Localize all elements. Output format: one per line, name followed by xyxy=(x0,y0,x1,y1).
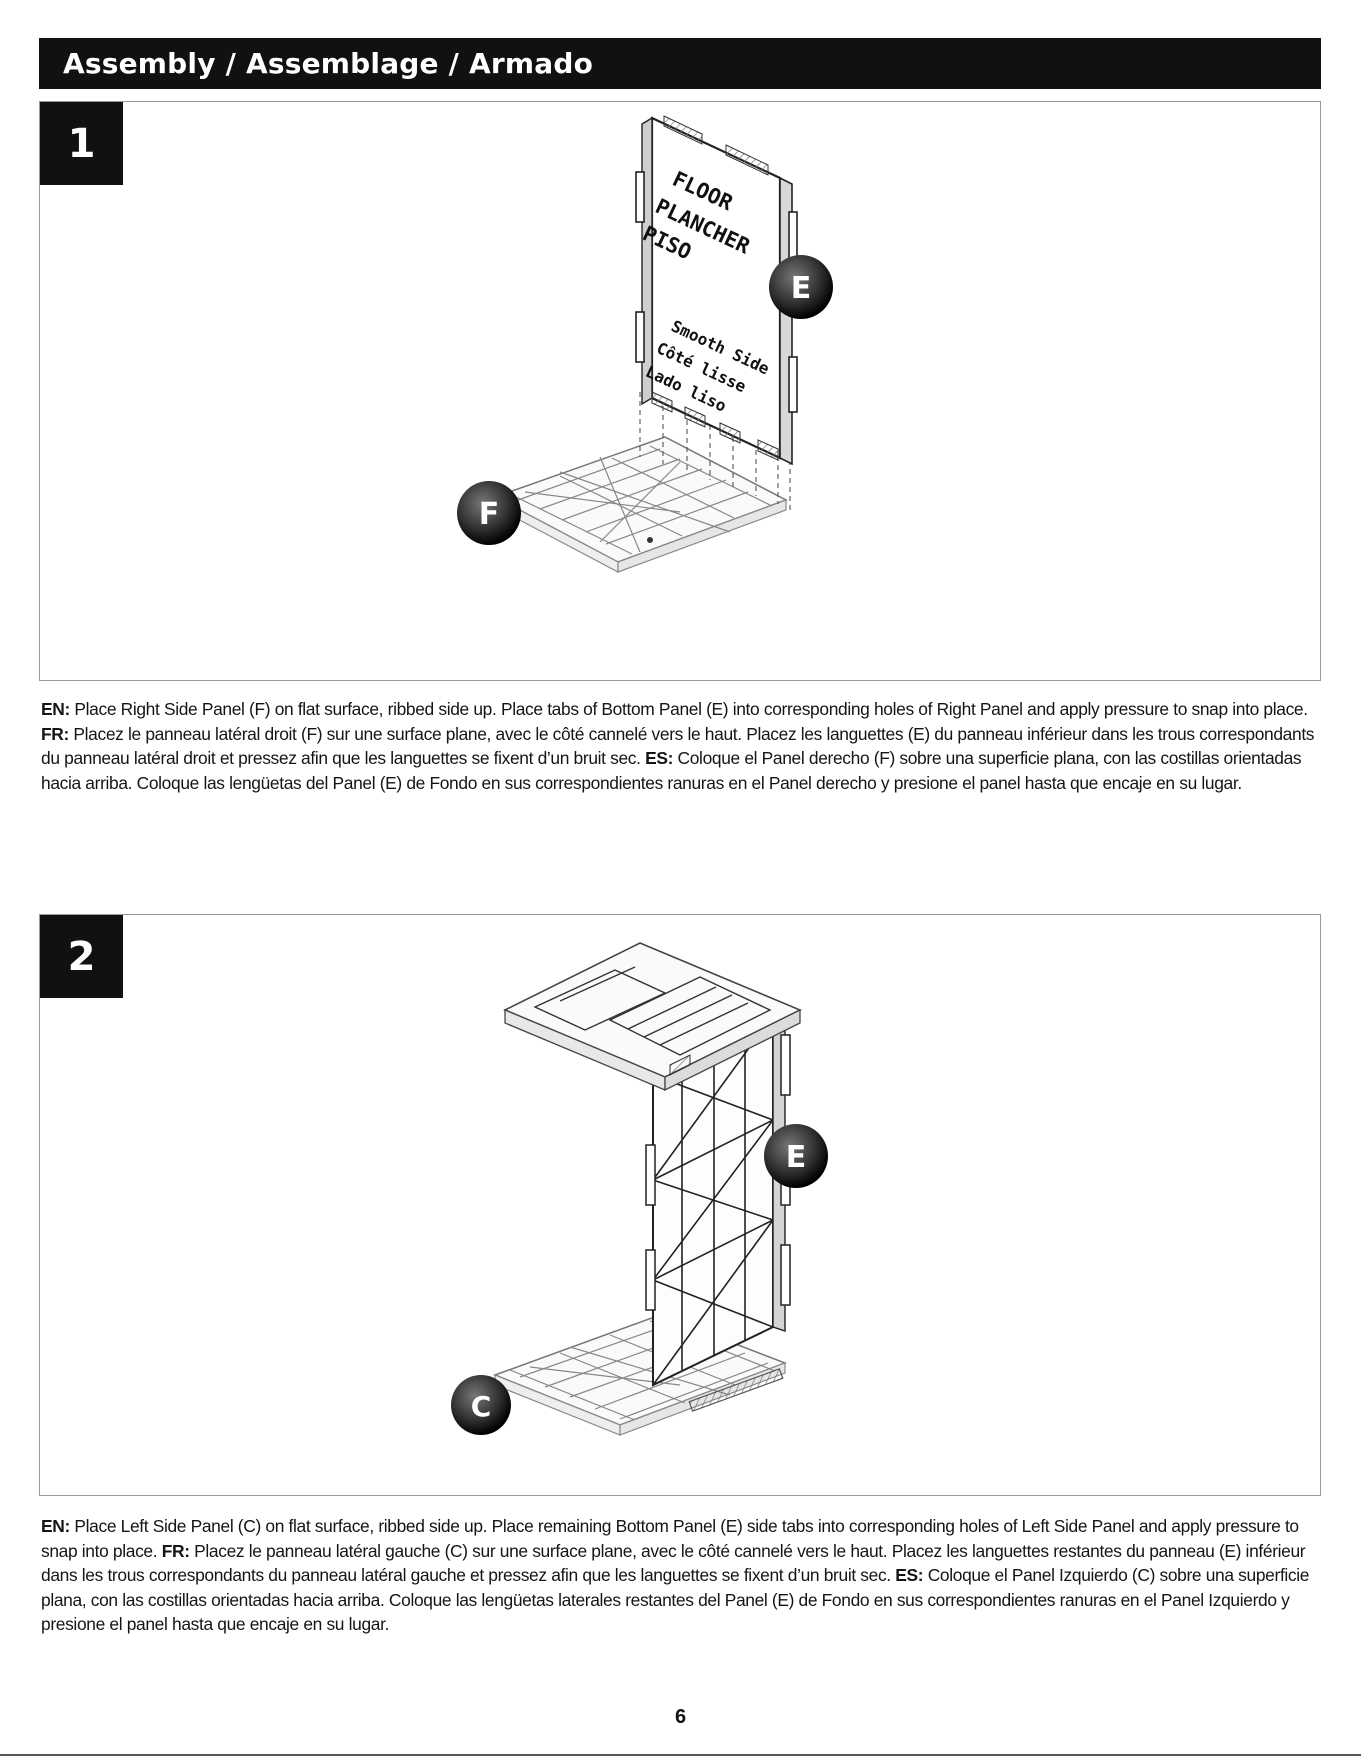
step-1-instructions: EN: Place Right Side Panel (F) on flat s… xyxy=(41,697,1325,795)
svg-text:E: E xyxy=(786,1140,807,1175)
callout-e-step2: E xyxy=(764,1124,828,1188)
step-2-instructions: EN: Place Left Side Panel (C) on flat su… xyxy=(41,1514,1325,1637)
svg-text:C: C xyxy=(471,1390,492,1423)
section-header: Assembly / Assemblage / Armado xyxy=(39,38,1321,89)
callout-e-step1: E xyxy=(769,255,833,319)
step-1-frame: 1 xyxy=(39,101,1321,681)
step-2-frame: 2 xyxy=(39,914,1321,1496)
step-2-en-tag: EN: xyxy=(41,1516,70,1536)
bottom-panel-drawing: FLOOR PLANCHER PISO Smooth Side Côté lis… xyxy=(635,115,798,466)
svg-text:F: F xyxy=(479,497,500,532)
svg-text:E: E xyxy=(791,271,812,306)
callout-f-step1: F xyxy=(457,481,521,545)
step-2-es-tag: ES: xyxy=(895,1565,924,1585)
step-2-fr-text: Placez le panneau latéral gauche (C) sur… xyxy=(41,1540,1306,1586)
page-number: 6 xyxy=(674,1706,687,1728)
step-2-en-text: Place Left Side Panel (C) on flat surfac… xyxy=(41,1516,1299,1561)
step-1-fr-tag: FR: xyxy=(41,723,69,744)
step-1-number: 1 xyxy=(40,102,123,185)
step-1-es-text: Coloque el Panel derecho (F) sobre una s… xyxy=(41,748,1302,793)
step-2-fr-tag: FR: xyxy=(161,1540,190,1561)
step-1-fr-text: Placez le panneau latéral droit (F) sur … xyxy=(41,723,1315,769)
right-side-panel-drawing xyxy=(493,436,788,573)
right-side-panel-drawing-step2 xyxy=(503,942,802,1092)
section-title: Assembly / Assemblage / Armado xyxy=(63,47,594,80)
bottom-rule xyxy=(0,1754,1361,1756)
step-2-illustration: E C xyxy=(451,942,828,1436)
step-1-en-tag: EN: xyxy=(41,699,70,719)
callout-c-step2: C xyxy=(451,1375,511,1435)
step-1-en-text: Place Right Side Panel (F) on flat surfa… xyxy=(74,699,1308,719)
step-2-es-text: Coloque el Panel Izquierdo (C) sobre una… xyxy=(41,1565,1310,1634)
step-1-es-tag: ES: xyxy=(645,748,674,768)
step-1-illustration: FLOOR PLANCHER PISO Smooth Side Côté lis… xyxy=(457,115,833,573)
step-2-number: 2 xyxy=(40,915,123,998)
